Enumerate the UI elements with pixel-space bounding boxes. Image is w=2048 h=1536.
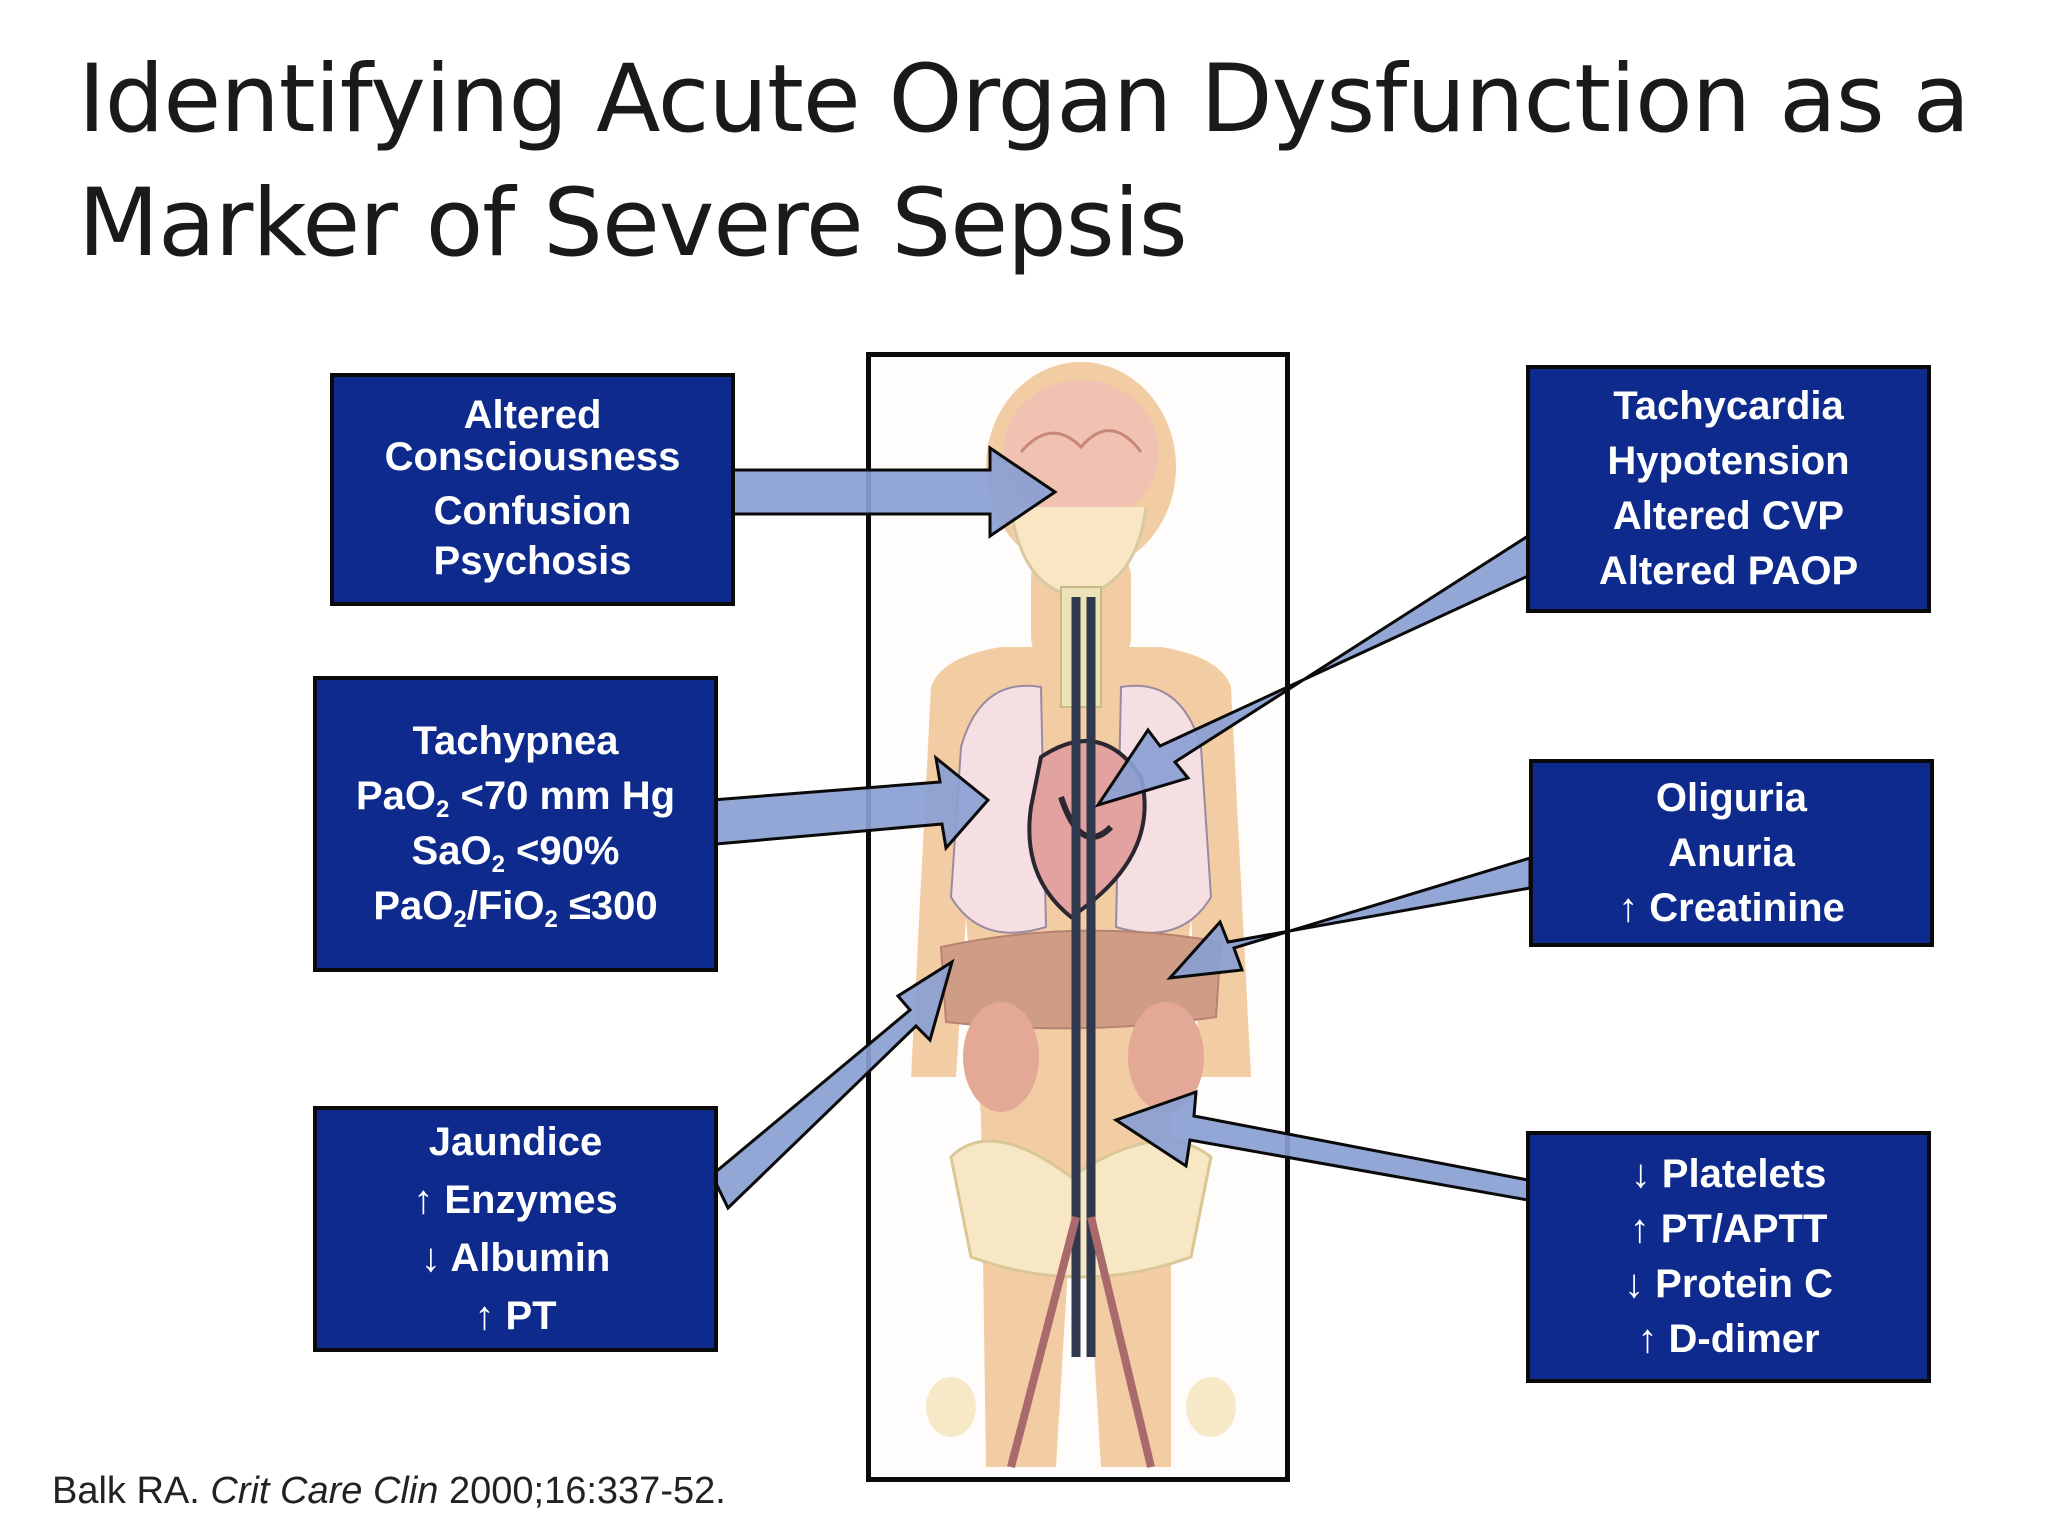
cardio-line-1: Tachycardia bbox=[1613, 384, 1844, 428]
neuro-line-1: Altered bbox=[463, 392, 602, 437]
respiratory-line-3: SaO2 <90% bbox=[411, 829, 620, 878]
arrow-respiratory bbox=[710, 754, 991, 852]
slide-title: Identifying Acute Organ Dysfunction as a… bbox=[78, 38, 1978, 286]
cardio-line-2: Hypotension bbox=[1607, 439, 1850, 483]
renal-line-1: Oliguria bbox=[1655, 775, 1808, 820]
hepatic-symptoms-box: Jaundice ↑ Enzymes ↓ Albumin ↑ PT bbox=[313, 1106, 718, 1352]
neuro-symptoms-box: Altered Consciousness Confusion Psychosi… bbox=[330, 373, 735, 606]
arrow-hepatic bbox=[710, 958, 955, 1211]
renal-line-3: ↑ Creatinine bbox=[1618, 885, 1845, 930]
hepatic-line-2: ↑ Enzymes bbox=[413, 1178, 618, 1222]
hepatic-line-4: ↑ PT bbox=[474, 1294, 557, 1338]
respiratory-line-4: PaO2/FiO2 ≤300 bbox=[373, 884, 658, 933]
hematologic-line-4: ↑ D-dimer bbox=[1637, 1317, 1820, 1361]
kidney-left-icon bbox=[963, 1002, 1039, 1112]
neuro-line-4: Psychosis bbox=[433, 538, 632, 583]
anatomy-illustration-frame bbox=[866, 352, 1290, 1482]
arrow-renal bbox=[1166, 855, 1532, 980]
title-line-1: Identifying Acute Organ Dysfunction as a bbox=[78, 45, 1970, 154]
cardio-line-4: Altered PAOP bbox=[1598, 549, 1859, 593]
hematologic-line-2: ↑ PT/APTT bbox=[1629, 1207, 1828, 1251]
respiratory-line-2: PaO2 <70 mm Hg bbox=[355, 774, 676, 823]
hepatic-line-3: ↓ Albumin bbox=[420, 1236, 611, 1280]
respiratory-symptoms-box: Tachypnea PaO2 <70 mm Hg SaO2 <90% PaO2/… bbox=[313, 676, 718, 972]
neuro-line-3: Confusion bbox=[433, 488, 632, 533]
anatomy-body-illustration bbox=[911, 362, 1251, 1469]
citation: Balk RA. Crit Care Clin 2000;16:337-52. bbox=[52, 1470, 726, 1512]
arrow-cardio bbox=[1094, 533, 1530, 808]
arrow-hematologic bbox=[1112, 1089, 1530, 1202]
hematologic-line-3: ↓ Protein C bbox=[1624, 1262, 1833, 1306]
title-line-2: Marker of Severe Sepsis bbox=[78, 169, 1188, 278]
arrow-neuro bbox=[730, 445, 1058, 539]
hepatic-line-1: Jaundice bbox=[428, 1120, 603, 1164]
renal-line-2: Anuria bbox=[1668, 830, 1795, 875]
cardio-line-3: Altered CVP bbox=[1612, 494, 1845, 538]
cardiovascular-symptoms-box: Tachycardia Hypotension Altered CVP Alte… bbox=[1526, 365, 1931, 613]
hematologic-line-1: ↓ Platelets bbox=[1630, 1152, 1827, 1196]
neuro-line-2: Consciousness bbox=[384, 434, 681, 479]
hematologic-symptoms-box: ↓ Platelets ↑ PT/APTT ↓ Protein C ↑ D-di… bbox=[1526, 1131, 1931, 1383]
respiratory-line-1: Tachypnea bbox=[412, 719, 619, 763]
kidney-right-icon bbox=[1128, 1002, 1204, 1112]
renal-symptoms-box: Oliguria Anuria ↑ Creatinine bbox=[1529, 759, 1934, 947]
